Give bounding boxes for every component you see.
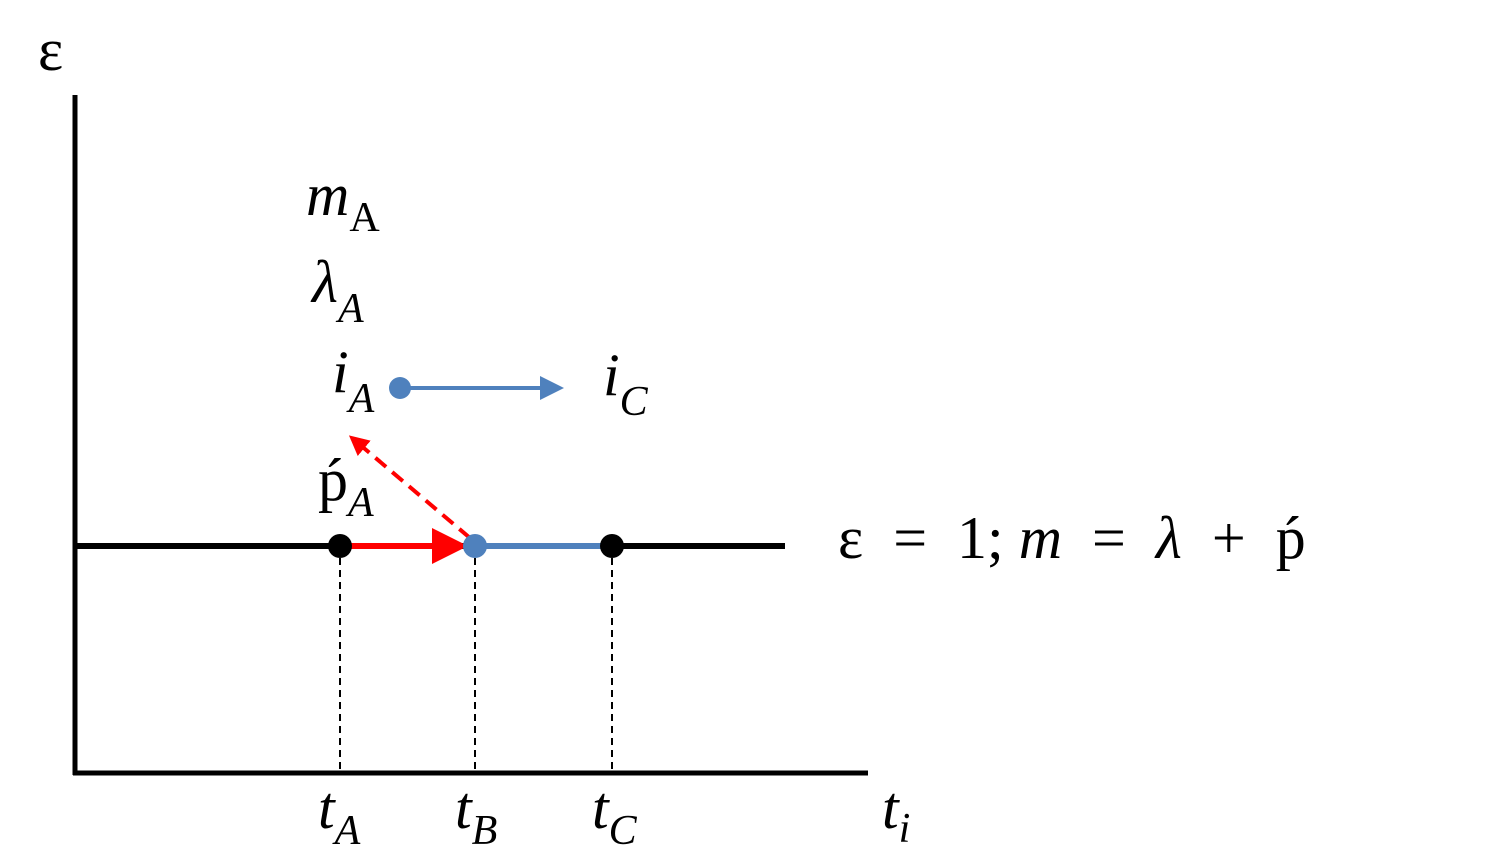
tick-label-tC: tC bbox=[592, 775, 638, 854]
y-axis-label: ε bbox=[38, 17, 63, 83]
point-tB bbox=[463, 534, 487, 558]
point-iA bbox=[389, 377, 411, 399]
red-dashed-arrow bbox=[348, 435, 472, 540]
label-m-A: mA bbox=[306, 162, 380, 241]
point-tA bbox=[328, 534, 352, 558]
label-p-A: ṕA bbox=[318, 447, 374, 526]
label-i-A: iA bbox=[332, 339, 375, 422]
equation: ε = 1; m = λ + ṕ bbox=[838, 505, 1306, 571]
point-tC bbox=[600, 534, 624, 558]
tick-label-tA: tA bbox=[318, 775, 361, 854]
label-lambda-A: λA bbox=[310, 249, 364, 332]
x-axis-label: ti bbox=[882, 775, 910, 852]
tick-label-tB: tB bbox=[455, 775, 497, 854]
label-i-C: iC bbox=[603, 342, 649, 425]
